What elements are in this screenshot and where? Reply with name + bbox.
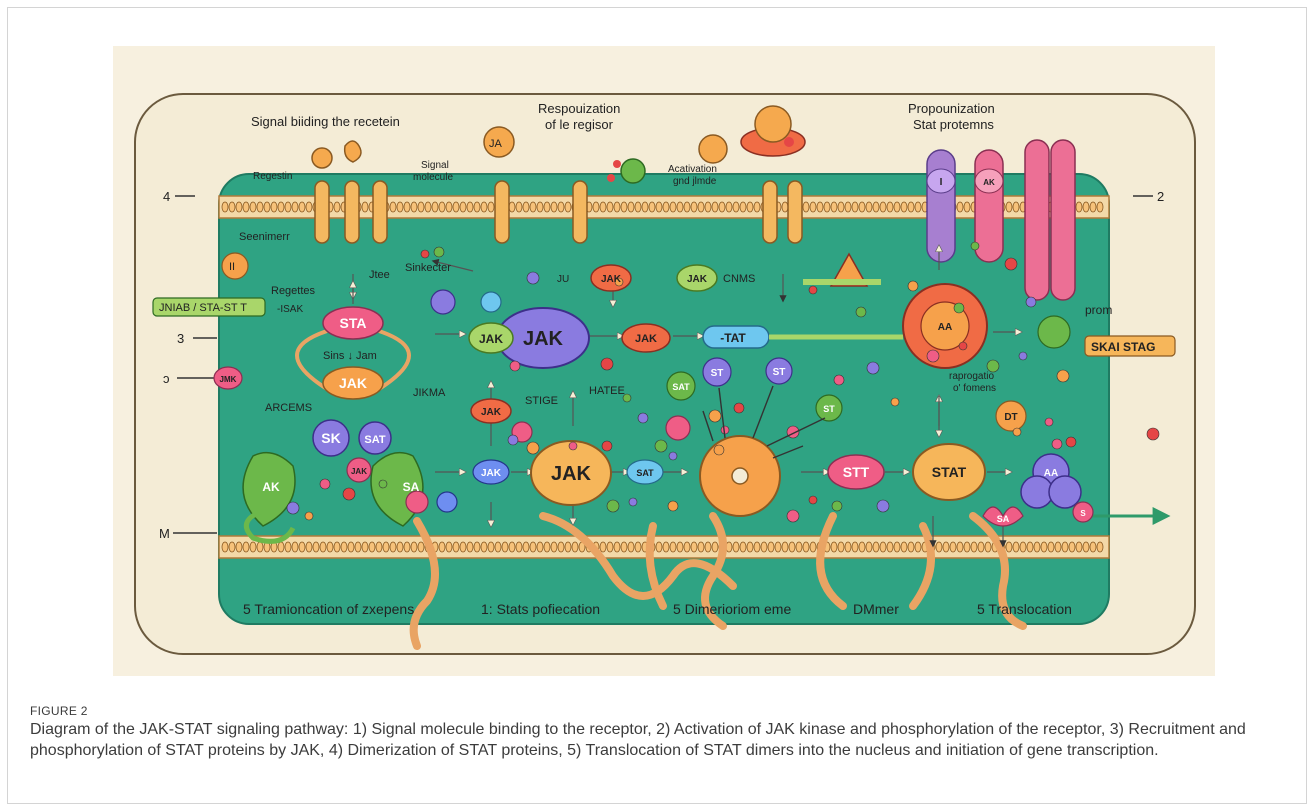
mol-st-mid: ST [711,368,724,379]
figure-number: FIGURE 2 [30,704,88,718]
mol-sat-top: SAT [672,382,690,392]
label-jikma: JIKMA [413,387,446,399]
label-hatee: HATEE [589,385,625,397]
heading-top-mid-1: Respouization [538,101,620,116]
mol-tat-bar: -TAT [720,331,746,345]
label-stige: STIGE [525,395,558,407]
label-ju: JU [557,274,569,285]
label-ii-left: II [229,261,235,273]
bottom-membrane [218,535,1110,559]
mol-ak-receptor: AK [983,178,995,187]
marker-left-m: M [159,526,170,541]
mol-jak-mid-small: JAK [479,332,503,346]
label-raprogatio-1: raprogatio [949,371,994,382]
figure-frame: Signal biiding the recetein Respouizatio… [7,7,1307,804]
mol-st-ring: ST [773,367,786,378]
mol-sat-mid: SAT [636,468,654,478]
mol-dt: DT [1004,412,1017,423]
side-ticks [173,195,1153,534]
leaf-shapes [242,451,424,544]
marker-left-3: 3 [177,331,184,346]
tag-left-text: JNIAB / STA-ST T [159,302,247,314]
antennae [702,385,826,459]
mol-sat-left: SAT [364,434,385,446]
heading-top-right-1: Propounization [908,101,995,116]
step-d: DMmer [853,601,899,617]
marker-right-2: 2 [1157,189,1164,204]
phospho-dots [286,241,1160,523]
step-a: 5 Tramioncation of zxepens [243,601,414,617]
mol-stt: STT [843,464,870,480]
mol-i-receptor: I [940,177,943,188]
mol-jak-arrow: JAK [635,333,657,345]
heading-top-left: Signal biiding the recetein [251,114,400,129]
label-sins-jam: Sins ↓ Jam [323,350,377,362]
mol-jmk-small: JMK [220,375,237,384]
label-cnms: CNMS [723,273,755,285]
mol-ak: AK [262,480,280,494]
mol-jak-top-2: JAK [687,274,708,285]
signal-molecules-top [311,105,806,184]
label-signal-1: Signal [421,160,449,171]
diagram-svg: Signal biiding the recetein Respouizatio… [134,93,1196,655]
label-isak: -ISAK [277,304,303,315]
label-activation-1: Acativation [668,164,717,175]
mol-jak-low-small: JAK [481,407,502,418]
mol-sa-left: SA [403,480,420,494]
dna-strands [409,512,1027,650]
mol-s-end: S [1080,509,1086,518]
mol-stat-big: STAT [932,464,967,480]
molecule-shapes [213,252,1094,527]
receptor-group-left [314,180,803,244]
cytoplasm [218,173,1110,625]
sta-cycle-arrows [295,329,411,391]
figure-caption: Diagram of the JAK-STAT signaling pathwa… [30,721,1246,759]
molecule-labels: STA JAK JMK JAK JAK JAK JAK JAK JAK JAK … [220,177,1087,524]
mol-st-small: ST [823,404,835,414]
tag-left: JNIAB / STA-ST T [152,297,266,317]
mol-jak-center: JAK [523,328,564,350]
label-prom: prom [1085,303,1112,317]
mol-jak-low-left: JAK [481,468,502,479]
label-signal-2: molecule [413,172,453,183]
receptor-group-right [926,139,1076,301]
label-regestin: Regestin [253,171,292,182]
mol-sa-bottom: SA [997,514,1010,524]
label-arcems: ARCEMS [265,402,312,414]
tag-right-text: SKAI STAG [1091,340,1155,354]
label-regettes: Regettes [271,285,316,297]
mol-sta-main: STA [340,315,367,331]
bottom-steps: 5 Tramioncation of zxepens 1: Stats pofi… [243,601,1072,617]
marker-left-4: 4 [163,189,170,204]
label-seenimerr: Seenimerr [239,231,290,243]
tag-right: SKAI STAG [1084,335,1176,357]
heading-top-mid-2: of le regisor [545,117,614,132]
heading-top-right-2: Stat protemns [913,117,994,132]
label-activation-2: gnd jlmde [673,176,717,187]
label-sinkecter: Sinkecter [405,262,451,274]
marker-left-c: ɔ [163,371,170,386]
label-raprogatio-2: o' fomens [953,383,996,394]
step-c: 5 Dimerioriom eme [673,601,791,617]
mol-aa-vesicle: AA [938,322,952,333]
diagram-text: Signal biiding the recetein Respouizatio… [159,101,1164,541]
step-e: 5 Translocation [977,601,1072,617]
step-b: 1: Stats pofiecation [481,601,600,617]
jak-stat-diagram: Signal biiding the recetein Respouizatio… [113,46,1215,676]
mol-sk: SK [321,430,340,446]
mol-jak-bottom-left: JAK [351,467,367,476]
mol-jak-top-1: JAK [601,274,622,285]
mol-jak-bottom-big: JAK [551,463,592,485]
mol-jak-left: JAK [339,375,367,391]
label-jtee: Jtee [369,269,390,281]
mol-aa-cluster: AA [1044,468,1058,479]
label-ja-top: JA [489,138,503,150]
